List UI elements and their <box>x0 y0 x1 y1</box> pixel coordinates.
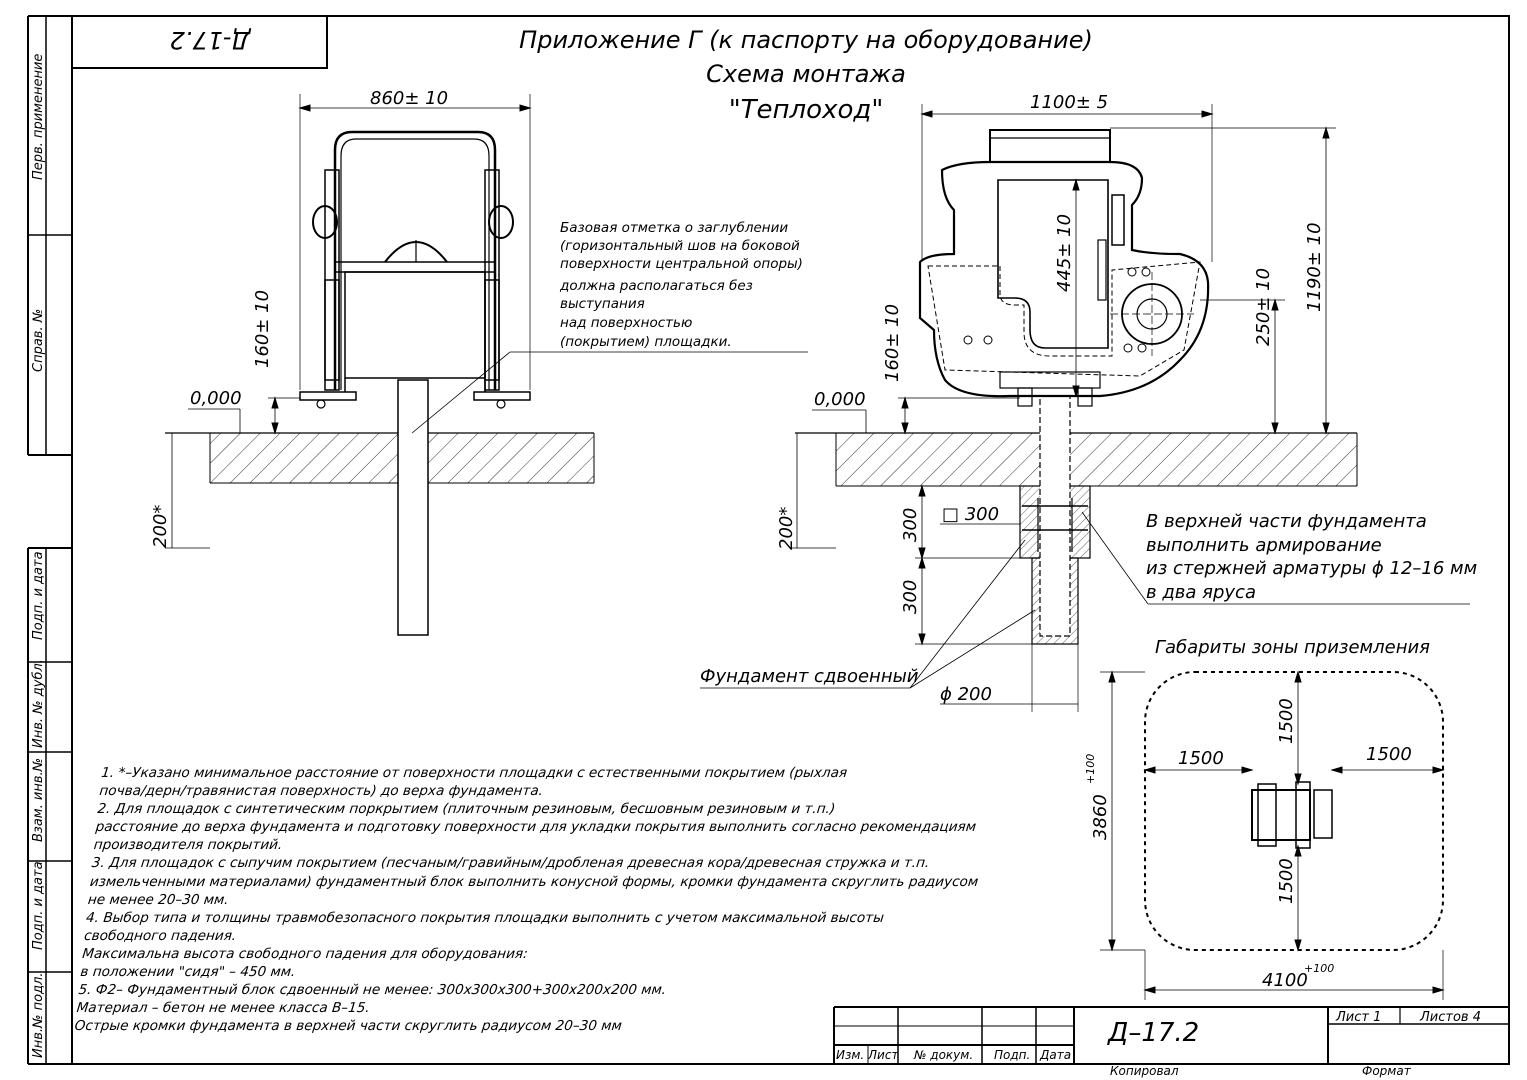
right-dim-160: 160± 10 <box>882 304 903 382</box>
side-label-inv-no-podl: Инв.№ подл. <box>31 972 46 1058</box>
tb-sheets: Листов 4 <box>1419 1010 1481 1025</box>
side-label-podp-i-data-2: Подп. и дата <box>31 861 46 950</box>
doc-code-top: Д-17.2 <box>170 26 252 54</box>
base-note: Базовая отметка о заглублении (горизонта… <box>559 220 803 350</box>
landing-width-tol: +100 <box>1304 962 1334 975</box>
note-line: 4. Выбор типа и толщины травмобезопасног… <box>85 909 885 926</box>
right-diameter-200: ϕ 200 <box>940 684 992 705</box>
rebar-note-line: В верхней части фундамента <box>1146 511 1427 532</box>
landing-right: 1500 <box>1366 744 1412 765</box>
title-line-3: "Теплоход" <box>729 95 884 125</box>
landing-height-tol: +100 <box>1084 754 1097 784</box>
title-block-labels: Изм. Лист № докум. Подп. Дата Д–17.2 Лис… <box>836 1010 1481 1078</box>
base-note-line: (горизонтальный шов на боковой <box>560 238 800 254</box>
title-block <box>833 1006 1509 1064</box>
sheet-frame <box>27 15 1510 1065</box>
rebar-note: В верхней части фундамента выполнить арм… <box>1146 511 1477 603</box>
side-labels: Перв. применение Справ. № Подп. и дата И… <box>31 54 46 1058</box>
right-dim-445: 445± 10 <box>1054 214 1075 292</box>
title-line-1: Приложение Г (к паспорту на оборудование… <box>519 26 1093 54</box>
title-block-header: Приложение Г (к паспорту на оборудование… <box>519 26 1093 125</box>
landing-bottom: 1500 <box>1276 858 1297 904</box>
note-line: 2. Для площадок с синтетическим поркрыти… <box>96 801 837 818</box>
landing-width: 4100 <box>1262 970 1308 991</box>
note-line: 3. Для площадок с сыпучим покрытием (пес… <box>90 855 931 872</box>
tb-podp: Подп. <box>994 1048 1030 1062</box>
side-label-podp-i-data-1: Подп. и дата <box>31 551 46 640</box>
note-line: свободного падения. <box>83 927 238 944</box>
landing-left: 1500 <box>1178 748 1224 769</box>
left-view-labels: 860± 10 160± 10 0,000 200* <box>150 88 448 548</box>
note-line: не менее 20–30 мм. <box>87 891 230 908</box>
tb-kopiroval: Копировал <box>1110 1064 1179 1078</box>
note-line: Материал – бетон не менее класса В–15. <box>75 1000 371 1017</box>
landing-top: 1500 <box>1276 698 1297 744</box>
note-line: Острые кромки фундамента в верхней части… <box>73 1018 623 1035</box>
tb-list: Лист <box>867 1048 899 1062</box>
tb-no-dokum: № докум. <box>913 1048 973 1062</box>
landing-height: 3860 <box>1090 794 1111 840</box>
foundation-label: Фундамент сдвоенный <box>700 666 919 687</box>
rebar-note-line: выполнить армирование <box>1146 535 1382 556</box>
base-note-line: Базовая отметка о заглублении <box>560 220 788 236</box>
left-level: 0,000 <box>190 388 242 409</box>
base-note-line: должна располагаться без <box>559 278 753 294</box>
left-dim-width: 860± 10 <box>370 88 448 109</box>
note-line: 1. *–Указано минимальное расстояние от п… <box>100 765 849 781</box>
right-dim-total-height: 1190± 10 <box>1304 222 1325 312</box>
left-depth: 200* <box>150 505 171 548</box>
tb-izm: Изм. <box>836 1048 864 1062</box>
note-line: почва/дерн/травянистая поверхность) до в… <box>98 783 544 800</box>
rebar-note-line: в два яруса <box>1146 582 1256 603</box>
left-view <box>165 94 808 636</box>
side-label-inv-no-dubl: Инв. № дубл. <box>31 659 46 748</box>
notes: 1. *–Указано минимальное расстояние от п… <box>74 764 1033 1035</box>
base-note-line: (покрытием) площадки. <box>560 334 732 350</box>
note-line: 5. Ф2– Фундаментный блок сдвоенный не ме… <box>77 982 667 999</box>
side-label-sprav-no: Справ. № <box>31 309 46 372</box>
right-view-labels: 1100± 5 1190± 10 445± 10 250± 10 160± 10… <box>700 92 1325 705</box>
landing-zone-labels: Габариты зоны приземления 1500 1500 1500… <box>1084 637 1430 991</box>
right-depth: 200* <box>776 507 797 550</box>
landing-zone-title: Габариты зоны приземления <box>1155 637 1430 658</box>
left-dim-height: 160± 10 <box>252 290 273 368</box>
rebar-note-line: из стержней арматуры ϕ 12–16 мм <box>1146 558 1477 579</box>
tb-sheet: Лист 1 <box>1335 1010 1381 1025</box>
tb-format: Формат <box>1362 1064 1412 1078</box>
note-line: в положении "сидя" – 450 мм. <box>79 964 297 981</box>
side-label-perv-primenenie: Перв. применение <box>31 54 46 180</box>
right-dim-width: 1100± 5 <box>1030 92 1108 113</box>
base-note-line: над поверхностью <box>560 315 692 331</box>
side-label-vzam-inv-no: Взам. инв.№ <box>31 758 46 842</box>
note-line: измельченными материалами) фундаментный … <box>89 873 980 890</box>
title-line-2: Схема монтажа <box>706 60 906 88</box>
note-line: производителя покрытий. <box>92 837 284 854</box>
base-note-line: выступания <box>560 296 645 312</box>
right-view <box>700 104 1470 712</box>
right-square-300: □ 300 <box>942 504 999 525</box>
base-note-line: поверхности центральной опоры) <box>560 256 803 272</box>
right-level: 0,000 <box>814 389 866 410</box>
note-line: Максимальна высота свободного падения дл… <box>81 945 529 962</box>
tb-code: Д–17.2 <box>1107 1018 1199 1048</box>
right-dim-300-bottom: 300 <box>900 580 921 614</box>
note-line: расстояние до верха фундамента и подгото… <box>94 819 977 836</box>
landing-zone <box>1100 670 1445 1000</box>
right-dim-250: 250± 10 <box>1253 268 1274 346</box>
right-dim-300-top: 300 <box>900 508 921 542</box>
tb-data: Дата <box>1039 1048 1071 1062</box>
